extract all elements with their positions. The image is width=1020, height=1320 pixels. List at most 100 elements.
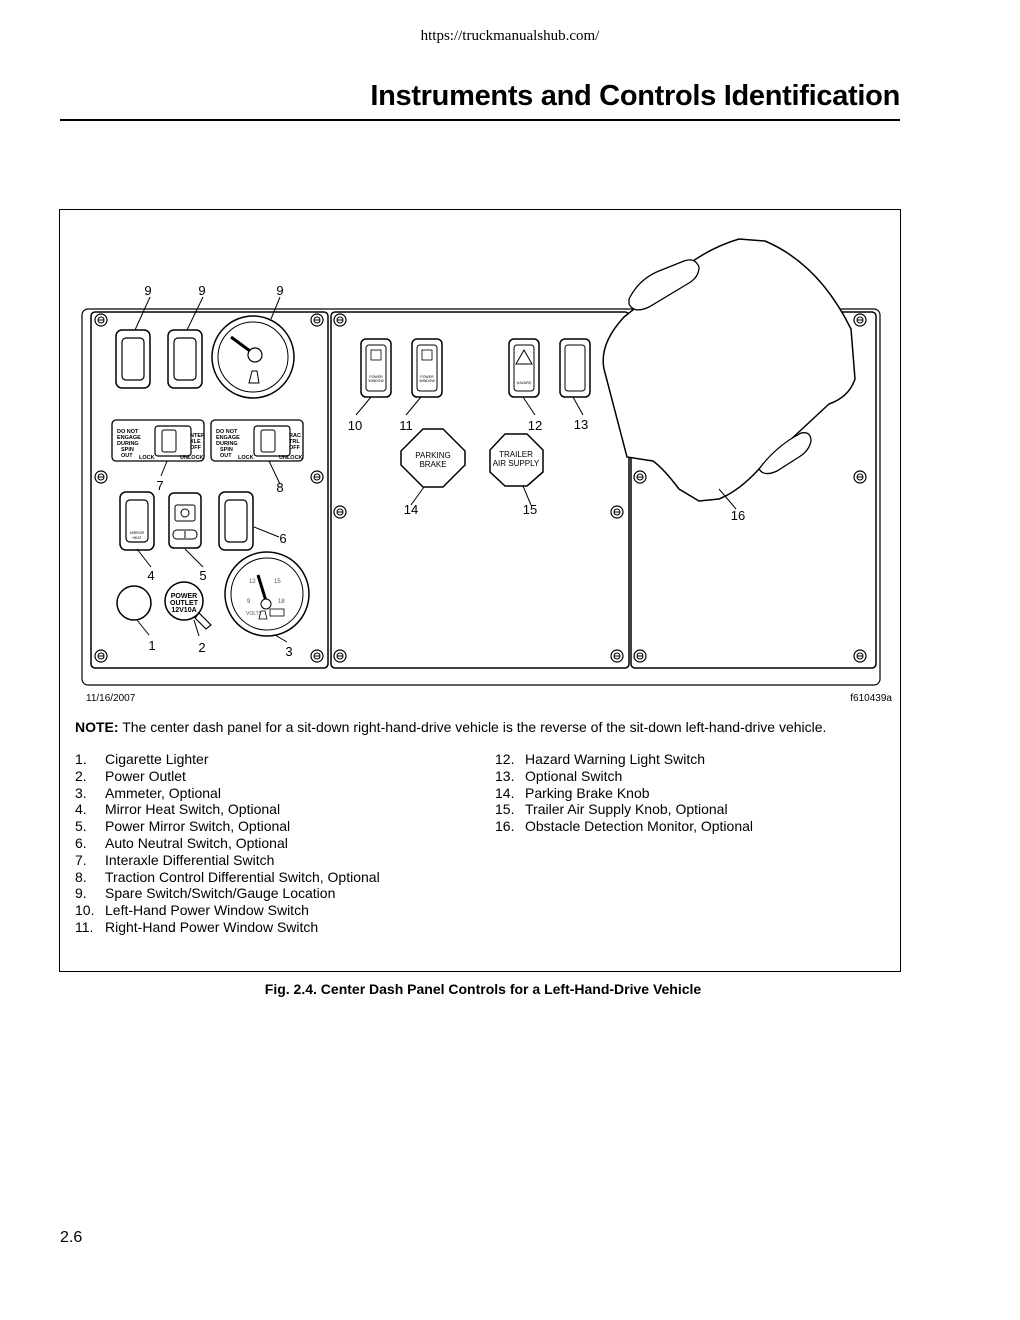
svg-text:15: 15 — [274, 579, 281, 585]
legend-number: 1. — [75, 751, 87, 767]
legend-number: 6. — [75, 834, 87, 851]
screw — [633, 470, 647, 484]
legend-number: 11. — [75, 918, 94, 935]
svg-text:TRL: TRL — [289, 439, 300, 445]
legend-list-right: 12. Hazard Warning Light Switch 13. Optiona… — [495, 751, 753, 835]
legend-item: 15. Trailer Air Supply Knob, Optional — [495, 801, 753, 818]
screw — [853, 649, 867, 663]
parking-brake-knob: PARKING BRAKE — [400, 428, 466, 488]
legend-item: 6.Auto Neutral Switch, Optional — [75, 835, 380, 852]
svg-text:UNLOCK: UNLOCK — [279, 455, 303, 461]
legend-item: 14. Parking Brake Knob — [495, 785, 753, 802]
svg-text:WINDOW: WINDOW — [368, 379, 384, 383]
legend-item: 3. Ammeter, Optional — [75, 785, 380, 802]
legend-number: 14. — [495, 784, 515, 801]
callout: 2 — [198, 640, 205, 655]
svg-text:DURING: DURING — [216, 441, 238, 447]
callout: 12 — [528, 418, 542, 433]
svg-text:MIRROR: MIRROR — [130, 531, 145, 535]
middle-subpanel — [330, 311, 630, 669]
svg-text:18: 18 — [278, 599, 285, 605]
legend-text: Power Outlet — [105, 767, 186, 784]
screw — [310, 313, 324, 327]
screw — [853, 313, 867, 327]
legend-text: Optional Switch — [525, 767, 623, 784]
callout: 15 — [523, 502, 537, 517]
legend-text: Parking Brake Knob — [525, 784, 650, 801]
callout: 9 — [198, 283, 205, 298]
svg-text:12: 12 — [249, 579, 256, 585]
screw — [310, 470, 324, 484]
legend-text: Spare Switch/Switch/Gauge Location — [105, 885, 336, 902]
screw — [94, 470, 108, 484]
screw — [310, 649, 324, 663]
screw — [633, 649, 647, 663]
figure-frame — [59, 209, 901, 972]
legend-number: 15. — [495, 801, 515, 818]
legend-text: Hazard Warning Light Switch — [525, 751, 706, 767]
screw — [610, 649, 624, 663]
legend-item: 8. Traction Control Differential Switch, … — [75, 869, 380, 886]
power-outlet: POWER OUTLET 12V10A — [164, 581, 212, 630]
svg-text:DO NOT: DO NOT — [216, 429, 238, 435]
legend-item: 9.Spare Switch/Switch/Gauge Location — [75, 885, 380, 902]
legend-number: 13. — [495, 767, 515, 784]
legend-number: 5. — [75, 818, 87, 835]
screw — [853, 470, 867, 484]
figure-date: 11/16/2007 — [86, 693, 136, 704]
page-number: 2.6 — [60, 1229, 83, 1246]
svg-text:9: 9 — [247, 599, 251, 605]
svg-text:OUT: OUT — [220, 453, 232, 459]
spare-switch — [115, 329, 151, 389]
legend-number: 2. — [75, 767, 87, 784]
note-paragraph: NOTE: The center dash panel for a sit-do… — [75, 719, 895, 735]
callout: 4 — [147, 568, 154, 583]
screw — [333, 649, 347, 663]
legend-item: 16.Obstacle Detection Monitor, Optional — [495, 818, 753, 835]
legend-item: 7.Interaxle Differential Switch — [75, 852, 380, 869]
page-title: Instruments and Controls Identification — [370, 80, 900, 112]
dash-panel-illustration: DO NOT ENGAGE DURING SPIN OUT NTER XLE O… — [81, 238, 881, 686]
legend-item: 11. Right-Hand Power Window Switch — [75, 919, 380, 936]
svg-text:ENGAGE: ENGAGE — [117, 435, 141, 441]
legend-text: Ammeter, Optional — [105, 784, 221, 801]
legend-number: 3. — [75, 784, 87, 801]
note-text: The center dash panel for a sit-down rig… — [118, 719, 827, 735]
screw — [333, 313, 347, 327]
callout: 10 — [348, 418, 362, 433]
legend-number: 12. — [495, 751, 515, 767]
hazard-warning-switch: HAZARD — [508, 338, 540, 398]
left-hand-power-window-switch: POWER WINDOW — [360, 338, 392, 398]
svg-text:SPIN: SPIN — [220, 447, 233, 453]
screw — [610, 505, 624, 519]
legend-item: 12. Hazard Warning Light Switch — [495, 751, 753, 768]
svg-text:POWER: POWER — [420, 375, 434, 379]
svg-text:DURING: DURING — [117, 441, 139, 447]
callout: 5 — [199, 568, 206, 583]
callout: 6 — [279, 531, 286, 546]
svg-text:VOLTS: VOLTS — [246, 611, 263, 617]
svg-text:OUT: OUT — [121, 453, 133, 459]
svg-text:TRAILER: TRAILER — [499, 450, 533, 459]
screw — [333, 505, 347, 519]
legend-text: Power Mirror Switch, Optional — [105, 818, 291, 835]
legend-text: Trailer Air Supply Knob, Optional — [525, 801, 728, 818]
svg-text:RAC: RAC — [289, 433, 301, 439]
source-url: https://truckmanualshub.com/ — [420, 28, 600, 44]
svg-text:OUTLET: OUTLET — [170, 600, 199, 607]
svg-text:XLE: XLE — [190, 439, 201, 445]
callout-numbers: 9 9 9 10 11 12 13 7 8 14 15 16 6 4 5 1 2… — [144, 283, 745, 659]
optional-switch — [559, 338, 591, 398]
legend-text: Right-Hand Power Window Switch — [105, 918, 319, 935]
callout: 14 — [404, 502, 418, 517]
svg-text:AIR SUPPLY: AIR SUPPLY — [493, 459, 540, 468]
callout: 13 — [574, 417, 588, 432]
ammeter-gauge: 12 15 9 18 VOLTS — [224, 551, 310, 637]
svg-text:LOCK: LOCK — [238, 455, 254, 461]
screw — [94, 649, 108, 663]
legend-text: Traction Control Differential Switch, Op… — [105, 868, 380, 885]
left-subpanel — [90, 311, 329, 669]
figure-caption: Fig. 2.4. Center Dash Panel Controls for… — [264, 981, 702, 997]
legend-item: 13. Optional Switch — [495, 768, 753, 785]
legend-number: 8. — [75, 868, 87, 885]
